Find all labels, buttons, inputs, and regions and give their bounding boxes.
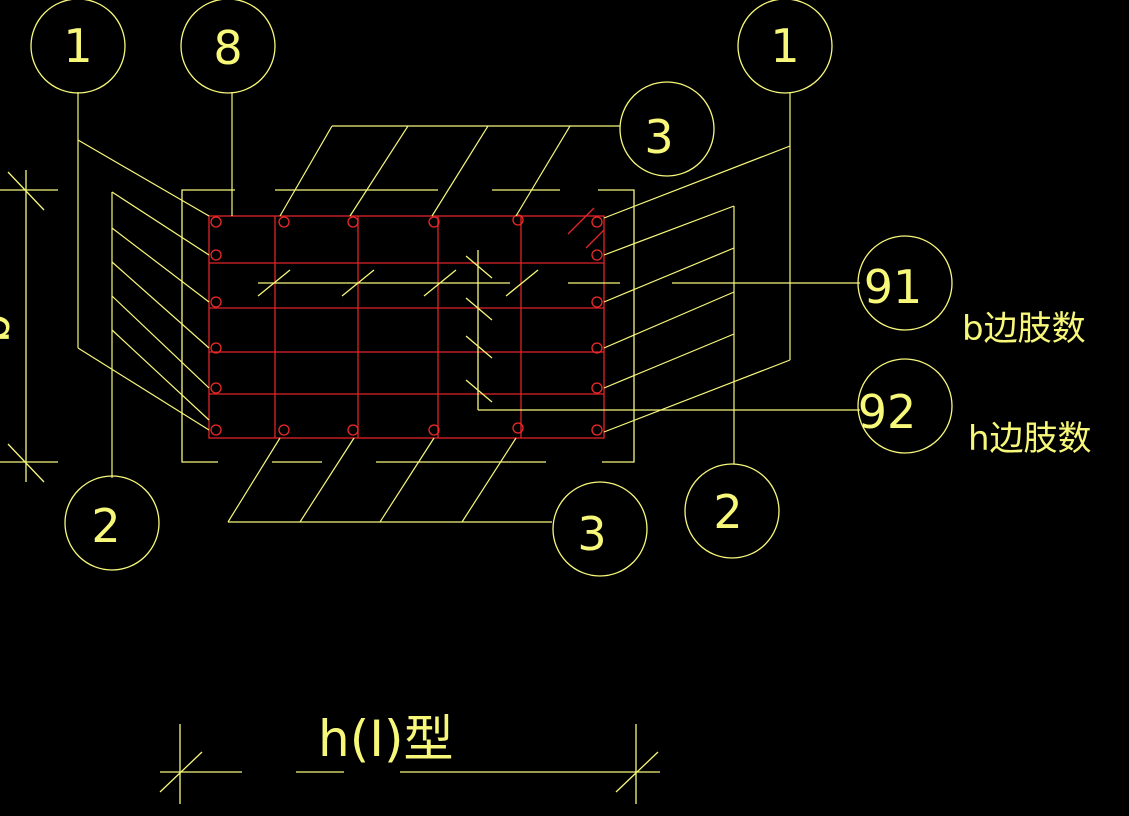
rebar-bar bbox=[278, 424, 290, 436]
rebar-bar bbox=[512, 422, 524, 434]
callout-2-right: 2 bbox=[684, 463, 780, 559]
figure-title: h(I)型 bbox=[318, 710, 453, 768]
callout-2-left-text: 2 bbox=[91, 499, 120, 553]
left-dimension-text: b bbox=[0, 314, 20, 343]
rebar-bar bbox=[347, 216, 359, 228]
rebar-circles bbox=[210, 214, 603, 436]
interior-lines bbox=[257, 250, 860, 411]
rebar-bar bbox=[591, 216, 603, 228]
rebar-bar bbox=[591, 382, 603, 394]
bottom-dimension bbox=[159, 724, 660, 804]
label-b-side: b边肢数 bbox=[962, 309, 1086, 349]
callout-3-top-text: 3 bbox=[644, 110, 673, 164]
leader-lines bbox=[77, 92, 791, 523]
rebar-bar bbox=[591, 296, 603, 308]
callout-8-text: 8 bbox=[213, 21, 242, 75]
rebar-bar bbox=[591, 424, 603, 436]
callout-3-top: 3 bbox=[619, 81, 715, 177]
rebar-bar bbox=[428, 216, 440, 228]
callout-1-right: 1 bbox=[737, 0, 833, 94]
rebar-cage bbox=[208, 207, 605, 439]
label-h-side: h边肢数 bbox=[968, 419, 1092, 459]
callout-2-right-text: 2 bbox=[713, 485, 742, 539]
callout-3-bottom: 3 bbox=[552, 481, 648, 577]
callout-91-text: 91 bbox=[864, 260, 923, 314]
callout-91: 91 bbox=[857, 235, 953, 331]
callout-8: 8 bbox=[180, 0, 276, 94]
rebar-bar bbox=[512, 214, 524, 226]
rebar-bar bbox=[210, 424, 222, 436]
rebar-bar bbox=[347, 424, 359, 436]
callout-92: 92 bbox=[857, 358, 953, 454]
section-outline bbox=[181, 189, 635, 463]
rebar-bar bbox=[591, 249, 603, 261]
callout-92-text: 92 bbox=[858, 385, 917, 439]
callout-2-left: 2 bbox=[64, 475, 160, 571]
rebar-bar bbox=[210, 216, 222, 228]
callout-1-left-text: 1 bbox=[63, 19, 92, 73]
rebar-bar bbox=[210, 296, 222, 308]
rebar-bar bbox=[428, 424, 440, 436]
callout-1-left: 1 bbox=[30, 0, 126, 94]
rebar-bar bbox=[210, 342, 222, 354]
rebar-bar bbox=[210, 382, 222, 394]
callout-1-right-text: 1 bbox=[770, 19, 799, 73]
rebar-bar bbox=[210, 249, 222, 261]
left-dimension: b bbox=[0, 170, 58, 483]
callout-3-bottom-text: 3 bbox=[577, 507, 606, 561]
rebar-bar bbox=[591, 342, 603, 354]
rebar-bar bbox=[278, 216, 290, 228]
